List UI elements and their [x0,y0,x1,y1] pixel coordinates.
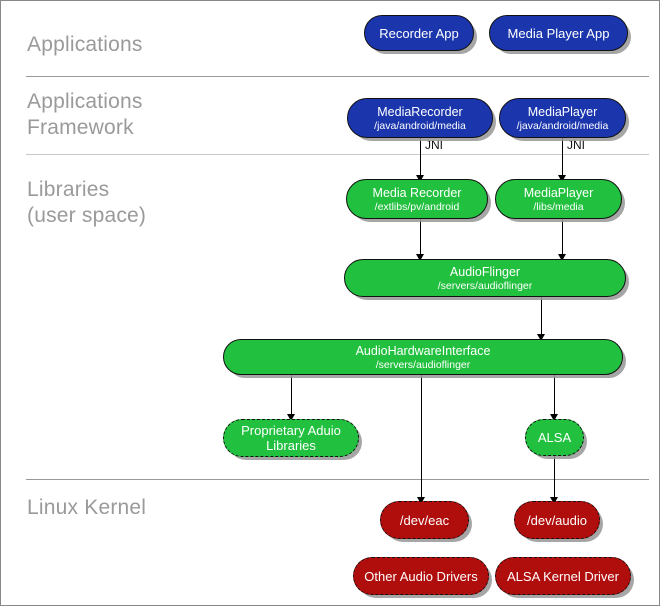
node-title: MediaPlayer [523,185,594,200]
connector-audioflinger-audiohardwareinterface [541,297,543,339]
node-title: ALSA [537,430,572,445]
edge-label-jni-right: JNI [567,138,585,152]
connector-ahi-dev-eac [421,375,423,501]
layer-label-applications-framework: Applications Framework [27,90,143,139]
node-audioflinger[interactable]: AudioFlinger /servers/audioflinger [344,259,626,297]
arrowhead-audioflinger-audiohardwareinterface [537,334,545,341]
node-title: Media Recorder [372,185,462,200]
connector-ahi-alsa [554,375,556,419]
node-title: Media Player App [507,25,610,41]
node-subtitle: /servers/audioflinger [375,358,471,371]
connector-alsa-dev-audio [554,456,556,501]
node-title: /dev/audio [527,512,587,528]
arrowhead-mediarecorderlib-audioflinger [416,254,424,261]
layer-label-linux-kernel: Linux Kernel [27,496,147,519]
node-title: /dev/eac [399,512,450,528]
edge-label-jni-left: JNI [425,138,443,152]
connector-mediarecorderlib-audioflinger [420,219,422,259]
node-title: Recorder App [379,25,459,41]
node-title: AudioFlinger [449,264,521,279]
layer-label-libraries: Libraries (user space) [27,178,147,227]
node-subtitle: /servers/audioflinger [437,279,533,292]
arrowhead-ahi-proprietary [287,414,295,421]
connector-mediarecorder-jni [420,138,422,177]
node-title: MediaPlayer [527,104,598,119]
node-title: ALSA Kernel Driver [507,568,619,584]
node-media-recorder-lib[interactable]: Media Recorder /extlibs/pv/android [346,179,488,219]
node-subtitle: /extlibs/pv/android [374,200,460,213]
node-mediaplayer-lib[interactable]: MediaPlayer /libs/media [495,179,622,219]
layer-label-applications: Applications [27,33,143,56]
layer-divider-applications [26,76,649,77]
node-title: MediaRecorder [377,104,463,119]
node-title: Other Audio Drivers [364,568,478,584]
node-other-audio-drivers[interactable]: Other Audio Drivers [353,557,489,595]
connector-ahi-proprietary [291,375,293,419]
node-audiohardwareinterface[interactable]: AudioHardwareInterface /servers/audiofli… [223,339,623,375]
connector-mediaplayerlib-audioflinger [562,219,564,259]
node-alsa-kernel-driver[interactable]: ALSA Kernel Driver [495,557,631,595]
layer-divider-framework [26,154,649,155]
node-recorder-app[interactable]: Recorder App [364,15,474,51]
layer-divider-kernel [26,479,649,480]
arrowhead-mediaplayerlib-audioflinger [558,254,566,261]
node-title: AudioHardwareInterface [355,343,491,358]
node-title: Proprietary Aduio Libraries [241,423,341,453]
node-subtitle: /java/android/media [374,119,466,132]
node-alsa[interactable]: ALSA [525,419,584,456]
node-mediarecorder-framework[interactable]: MediaRecorder /java/android/media [347,98,493,138]
node-subtitle: /java/android/media [516,119,609,132]
node-mediaplayer-framework[interactable]: MediaPlayer /java/android/media [499,98,626,138]
node-proprietary-audio-libraries[interactable]: Proprietary Aduio Libraries [223,419,359,457]
arrowhead-ahi-alsa [550,414,558,421]
node-dev-audio[interactable]: /dev/audio [514,501,600,539]
node-dev-eac[interactable]: /dev/eac [380,501,469,539]
node-media-player-app[interactable]: Media Player App [489,15,628,51]
connector-mediaplayer-jni [562,138,564,177]
node-subtitle: /libs/media [533,200,584,213]
